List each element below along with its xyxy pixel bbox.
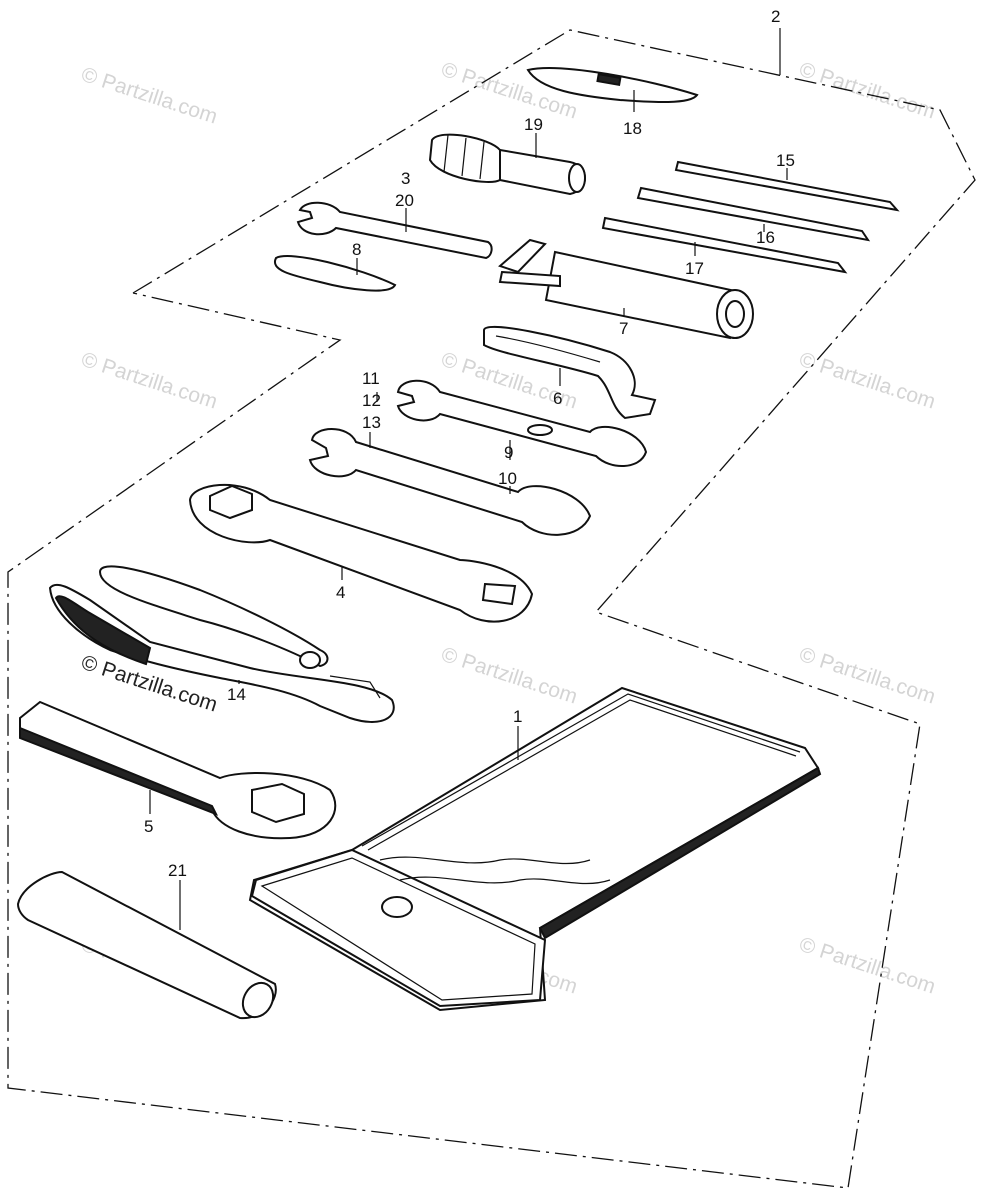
leader-lines: [149, 28, 788, 930]
part-5-ring-spanner: [19, 700, 337, 840]
callout-5: 5: [144, 817, 153, 836]
part-9-double-wrench: [396, 379, 648, 468]
callout-1: 1: [513, 707, 522, 726]
callout-13: 13: [362, 413, 381, 432]
part-16-shaft: [636, 186, 871, 242]
callout-14: 14: [227, 685, 246, 704]
watermark: © Partzilla.com: [796, 348, 938, 414]
part-15-shaft: [674, 160, 900, 212]
callout-7: 7: [619, 319, 628, 338]
callout-18: 18: [623, 119, 642, 138]
part-3-20-small-wrench: [296, 201, 493, 260]
callout-10: 10: [498, 469, 517, 488]
part-7-box-spanner: [498, 238, 754, 340]
part-8-small-blade: [273, 255, 397, 292]
part-1-tool-bag: [248, 686, 822, 1012]
part-18-blade: [526, 67, 699, 103]
watermark: © Partzilla.com: [438, 643, 580, 709]
part-21-tube: [16, 870, 277, 1020]
part-10-double-wrench: [308, 428, 592, 536]
watermark: © Partzilla.com: [796, 933, 938, 999]
watermark: © Partzilla.com: [78, 348, 220, 414]
callout-11: 11: [362, 369, 380, 388]
watermark: © Partzilla.com: [796, 643, 938, 709]
part-4-ring-wrench: [188, 483, 534, 623]
callout-17: 17: [685, 259, 704, 278]
callout-12: 12: [362, 391, 381, 410]
callout-6: 6: [553, 389, 562, 408]
callout-4: 4: [336, 583, 345, 602]
callout-9: 9: [504, 443, 513, 462]
part-17-shaft: [601, 216, 848, 274]
watermark: © Partzilla.com: [78, 63, 220, 129]
part-19-screwdriver-handle: [428, 133, 586, 196]
callout-3: 3: [401, 169, 410, 188]
kit-boundary-outline: [7, 29, 976, 1189]
watermark: © Partzilla.com: [796, 58, 938, 124]
callout-labels: 2 18 19 15 3 20 16 8 17 7 6 11 12 13 9 1…: [144, 7, 795, 880]
callout-20: 20: [395, 191, 414, 210]
part-6-hook-spanner: [483, 325, 657, 420]
callout-2: 2: [771, 7, 780, 26]
callout-16: 16: [756, 228, 775, 247]
callout-8: 8: [352, 240, 361, 259]
callout-19: 19: [524, 115, 543, 134]
part-14-pliers: [48, 565, 395, 723]
callout-21: 21: [168, 861, 187, 880]
callout-15: 15: [776, 151, 795, 170]
